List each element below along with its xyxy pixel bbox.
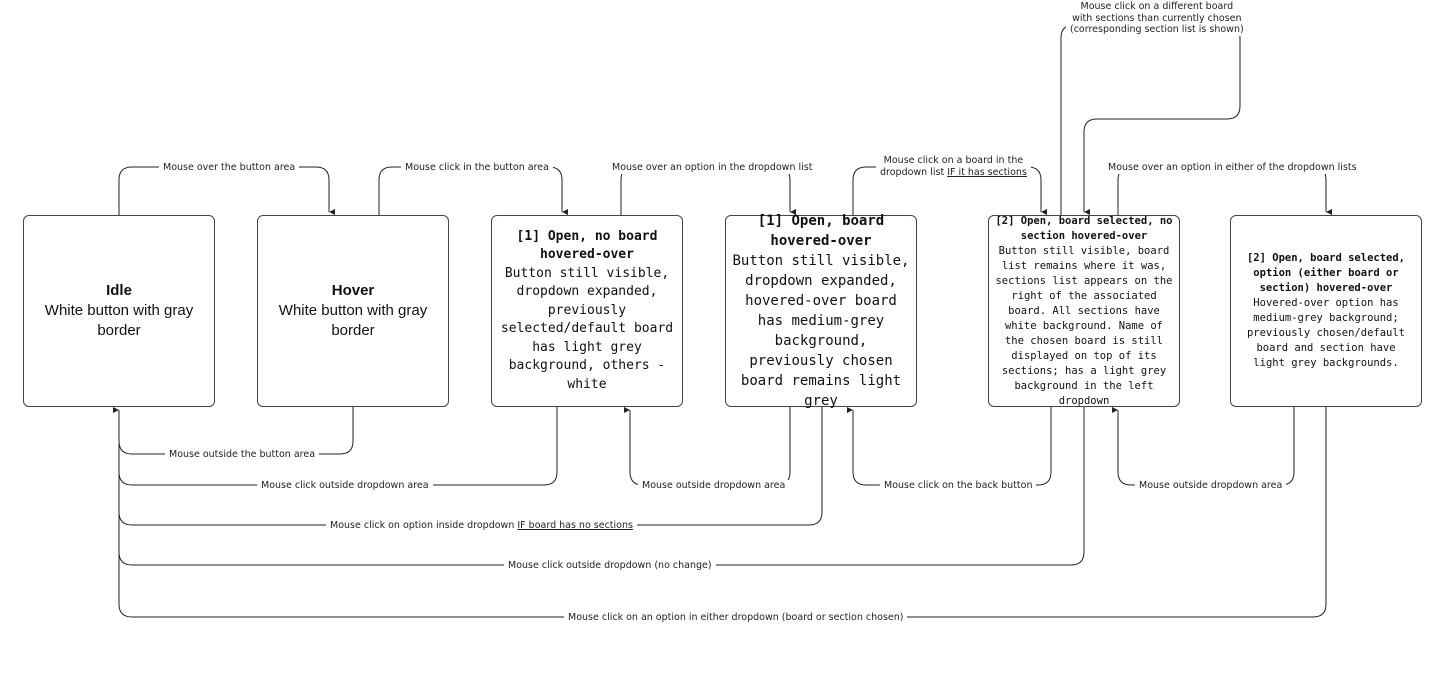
arrow-selected-back <box>847 407 1052 486</box>
label-mouse-over-either: Mouse over an option in either of the dr… <box>1104 162 1361 174</box>
label-mouse-outside-button: Mouse outside the button area <box>165 449 320 461</box>
arrow-board-hover-to-open <box>624 407 791 486</box>
label-mouse-outside-dropdown-1-text: Mouse outside dropdown area <box>642 480 786 491</box>
arrow-hover-to-open <box>378 166 568 215</box>
label-click-board-sections-line2-text: dropdown list <box>880 166 948 178</box>
label-click-board-sections-underlined: IF it has sections <box>947 166 1027 178</box>
label-mouse-outside-dropdown-1: Mouse outside dropdown area <box>638 480 790 492</box>
state-option-hover: [2] Open, board selected, option (either… <box>1230 215 1422 407</box>
state-open-board-hover-desc: Button still visible, dropdown expanded,… <box>732 253 910 409</box>
state-idle-title: Idle <box>106 282 132 299</box>
label-click-option-no-sections-text: Mouse click on option inside dropdown <box>330 520 518 531</box>
arrow-hover-to-idle <box>113 407 354 455</box>
arrow-selected-to-option-hover <box>1117 166 1332 215</box>
state-hover-title: Hover <box>331 282 375 299</box>
label-mouse-outside-button-text: Mouse outside the button area <box>169 449 316 460</box>
state-board-selected-desc: Button still visible, board list remains… <box>995 244 1173 407</box>
state-open-board-hover: [1] Open, board hovered-over Button stil… <box>725 213 917 409</box>
state-open-board-hover-title: [1] Open, board hovered-over <box>757 213 885 249</box>
arrow-option-hover-to-selected <box>1112 407 1295 486</box>
arrow-open-to-board-hover <box>620 166 796 215</box>
label-click-back-button: Mouse click on the back button <box>880 480 1037 492</box>
arrow-idle-to-hover <box>118 166 335 215</box>
label-click-different-board-line2: with sections than currently chosen <box>1072 12 1242 24</box>
label-click-board-sections-line2: dropdown list IF it has sections <box>880 167 1027 179</box>
label-click-outside-no-change-text: Mouse click outside dropdown (no change) <box>508 560 712 571</box>
label-click-different-board-line1: Mouse click on a different board <box>1080 1 1234 12</box>
label-click-outside-dropdown: Mouse click outside dropdown area <box>257 480 433 492</box>
label-mouse-over-option: Mouse over an option in the dropdown lis… <box>608 162 817 174</box>
arrow-option-hover-to-idle <box>118 407 1327 618</box>
arrow-open-to-idle <box>118 407 558 486</box>
arrow-selected-to-idle <box>118 407 1085 566</box>
label-click-different-board: Mouse click on a different board with se… <box>1066 1 1248 36</box>
state-hover: Hover White button with gray border <box>257 215 449 407</box>
state-option-hover-title: [2] Open, board selected, option (either… <box>1246 252 1406 294</box>
state-idle-desc: White button with gray border <box>44 302 194 339</box>
label-click-outside-dropdown-text: Mouse click outside dropdown area <box>261 480 429 491</box>
label-mouse-click-button: Mouse click in the button area <box>401 162 553 174</box>
arrow-different-board-loop <box>1060 24 1241 215</box>
label-mouse-over-either-text: Mouse over an option in either of the dr… <box>1108 162 1357 173</box>
state-board-selected: [2] Open, board selected, no section hov… <box>988 215 1180 407</box>
label-click-different-board-line3: (corresponding section list is shown) <box>1070 24 1244 35</box>
label-click-board-sections-line1: Mouse click on a board in the <box>883 155 1024 166</box>
state-hover-desc: White button with gray border <box>278 302 428 339</box>
label-click-option-either-text: Mouse click on an option in either dropd… <box>568 612 904 623</box>
state-open-no-hover: [1] Open, no board hovered-over Button s… <box>491 215 683 407</box>
label-mouse-outside-dropdown-2: Mouse outside dropdown area <box>1135 480 1287 492</box>
state-open-no-hover-desc: Button still visible, dropdown expanded,… <box>500 265 674 392</box>
label-mouse-over-option-text: Mouse over an option in the dropdown lis… <box>612 162 813 173</box>
arrow-board-hover-to-idle <box>118 407 823 526</box>
label-mouse-over-button: Mouse over the button area <box>159 162 300 174</box>
label-click-option-no-sections-underlined: IF board has no sections <box>517 520 633 531</box>
label-click-outside-no-change: Mouse click outside dropdown (no change) <box>504 560 716 572</box>
label-click-option-either: Mouse click on an option in either dropd… <box>564 612 908 624</box>
state-board-selected-title: [2] Open, board selected, no section hov… <box>995 214 1173 242</box>
label-click-board-sections: Mouse click on a board in the dropdown l… <box>876 155 1031 178</box>
state-option-hover-desc: Hovered-over option has medium-grey back… <box>1246 297 1406 369</box>
label-mouse-over-button-text: Mouse over the button area <box>163 162 296 173</box>
label-mouse-click-button-text: Mouse click in the button area <box>405 162 549 173</box>
label-click-back-button-text: Mouse click on the back button <box>884 480 1033 491</box>
label-click-option-no-sections: Mouse click on option inside dropdown IF… <box>326 520 637 532</box>
state-open-no-hover-title: [1] Open, no board hovered-over <box>516 228 658 263</box>
state-idle: Idle White button with gray border <box>23 215 215 407</box>
label-mouse-outside-dropdown-2-text: Mouse outside dropdown area <box>1139 480 1283 491</box>
